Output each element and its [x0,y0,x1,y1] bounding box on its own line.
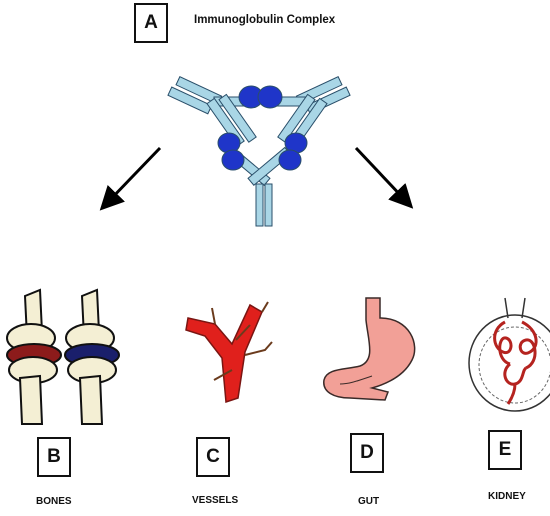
caption-bones: BONES [36,496,72,507]
figure-title: Immunoglobulin Complex [194,14,336,26]
panel-letter: C [206,446,220,467]
immune-complex-icon [167,75,351,227]
antigen-right [278,132,308,171]
blood-vessel-icon [185,301,273,404]
antigen-left [217,132,245,171]
panel-label-a: A [134,3,168,43]
glomerulus-icon [468,297,550,412]
panel-label-d: D [350,433,384,473]
antigen-top [238,85,283,109]
joint-red [6,288,62,425]
panel-letter: B [47,446,61,467]
caption-kidney: KIDNEY [488,491,526,502]
joint-blue [64,288,120,425]
panel-letter: D [360,442,374,463]
panel-label-c: C [196,437,230,477]
caption-gut: GUT [358,496,380,507]
arrow-right-icon [354,146,414,209]
panel-letter: E [498,439,512,460]
caption-vessels: VESSELS [192,495,239,506]
panel-label-b: B [37,437,71,477]
arrow-left-icon [99,146,162,211]
antibody-stem [255,183,273,227]
stomach-icon [323,297,416,401]
panel-letter: A [144,12,158,33]
bones-joint-icon [6,288,120,425]
panel-label-e: E [488,430,522,470]
